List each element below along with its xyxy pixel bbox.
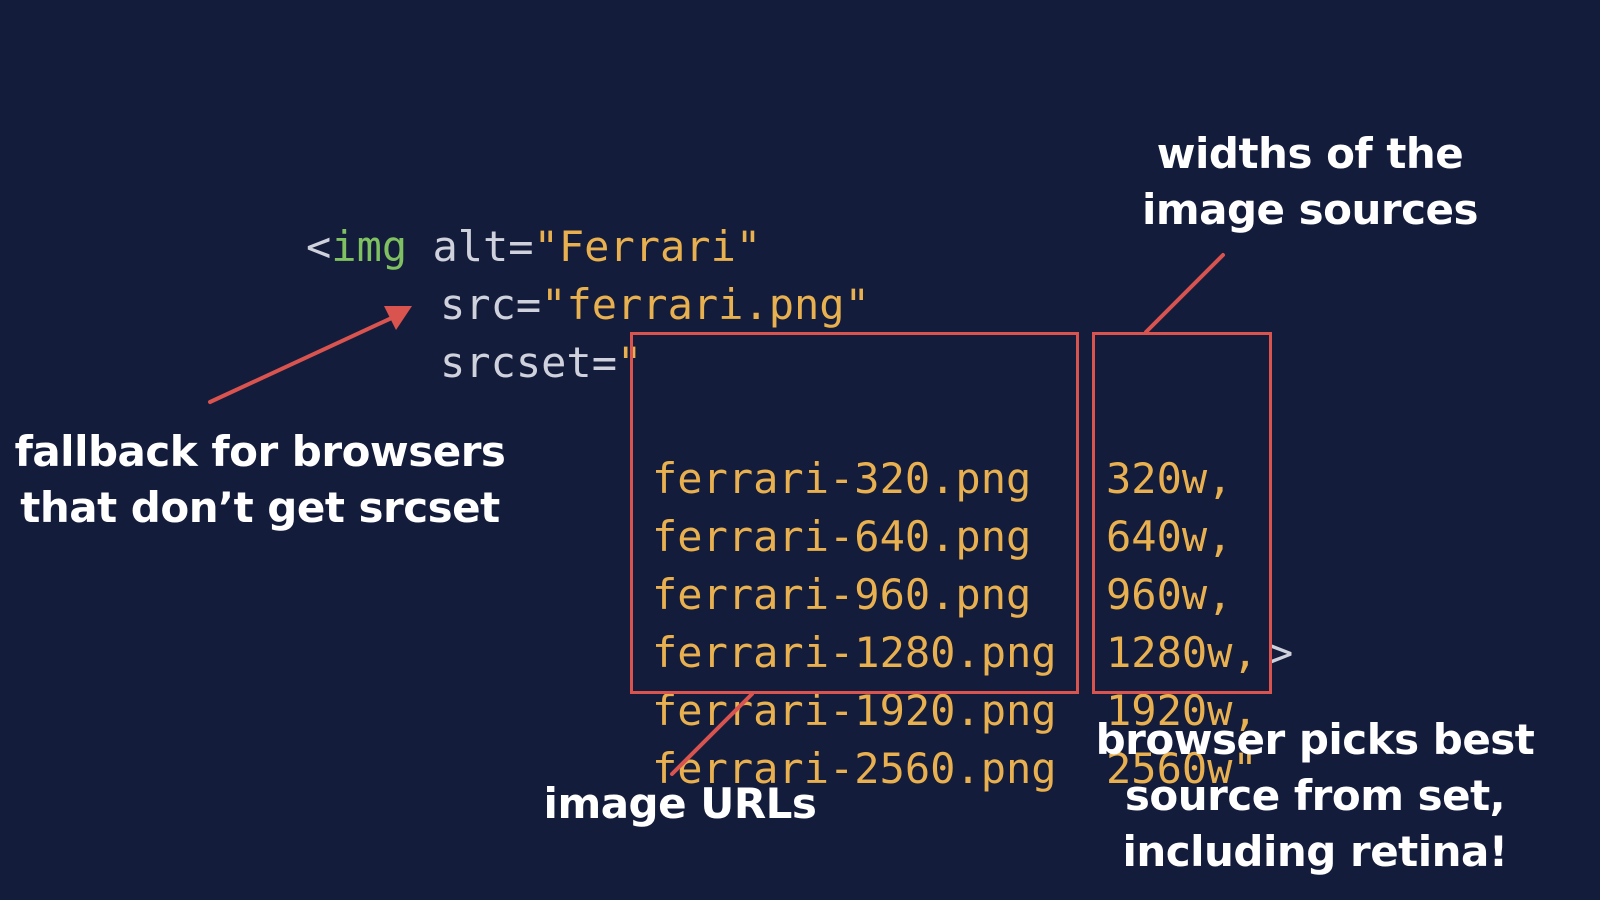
attr-alt: alt= <box>407 222 534 271</box>
fallback-arrow-line <box>208 314 398 404</box>
urls-highlight-box <box>630 332 1079 694</box>
widths-note: widths of the image sources <box>1120 126 1500 238</box>
widths-note-line: widths of the <box>1156 129 1464 178</box>
srcset-width: 320w, <box>1106 454 1233 503</box>
srcset-width: 960w, <box>1106 570 1233 619</box>
srcset-url: ferrari-320.png <box>652 454 1032 503</box>
alt-value: "Ferrari" <box>533 222 762 271</box>
src-value: "ferrari.png" <box>541 280 870 329</box>
srcset-width: 1280w, <box>1106 628 1258 677</box>
tag-name: img <box>331 222 408 271</box>
code-line-src: src="ferrari.png" <box>440 276 870 334</box>
attr-src: src= <box>440 280 542 329</box>
fallback-note: fallback for browsers that don’t get src… <box>10 424 510 536</box>
fallback-note-line: fallback for browsers <box>14 427 506 476</box>
srcset-url: ferrari-640.png <box>652 512 1032 561</box>
srcset-url: ferrari-960.png <box>652 570 1032 619</box>
widths-highlight-box <box>1092 332 1272 694</box>
browser-note-line: source from set, <box>1124 771 1506 820</box>
code-line-srcset: srcset=" <box>440 334 642 392</box>
urls-note-line: image URLs <box>543 779 817 828</box>
widths-note-line: image sources <box>1141 185 1479 234</box>
browser-note: browser picks best source from set, incl… <box>1080 712 1550 880</box>
fallback-note-line: that don’t get srcset <box>20 483 500 532</box>
srcset-url: ferrari-1280.png <box>652 628 1057 677</box>
attr-srcset: srcset= <box>440 338 618 387</box>
srcset-open-quote: " <box>617 338 643 387</box>
browser-note-line: browser picks best <box>1095 715 1535 764</box>
fallback-arrow-head <box>384 306 412 330</box>
srcset-width: 2560w" <box>1106 744 1258 793</box>
open-bracket: < <box>306 222 332 271</box>
srcset-width: 640w, <box>1106 512 1233 561</box>
close-bracket: > <box>1268 628 1294 677</box>
code-line-img-alt: <img alt="Ferrari" <box>306 218 761 276</box>
srcset-urls-column: ferrari-320.png ferrari-640.png ferrari-96… <box>652 334 1057 900</box>
widths-connector-line <box>1144 253 1225 334</box>
srcset-width: 1920w, <box>1106 686 1258 735</box>
urls-note: image URLs <box>540 776 820 832</box>
srcset-widths-column: 320w, 640w, 960w, 1280w, 1920w, 2560w" <box>1106 334 1258 900</box>
browser-note-line: including retina! <box>1122 827 1508 876</box>
